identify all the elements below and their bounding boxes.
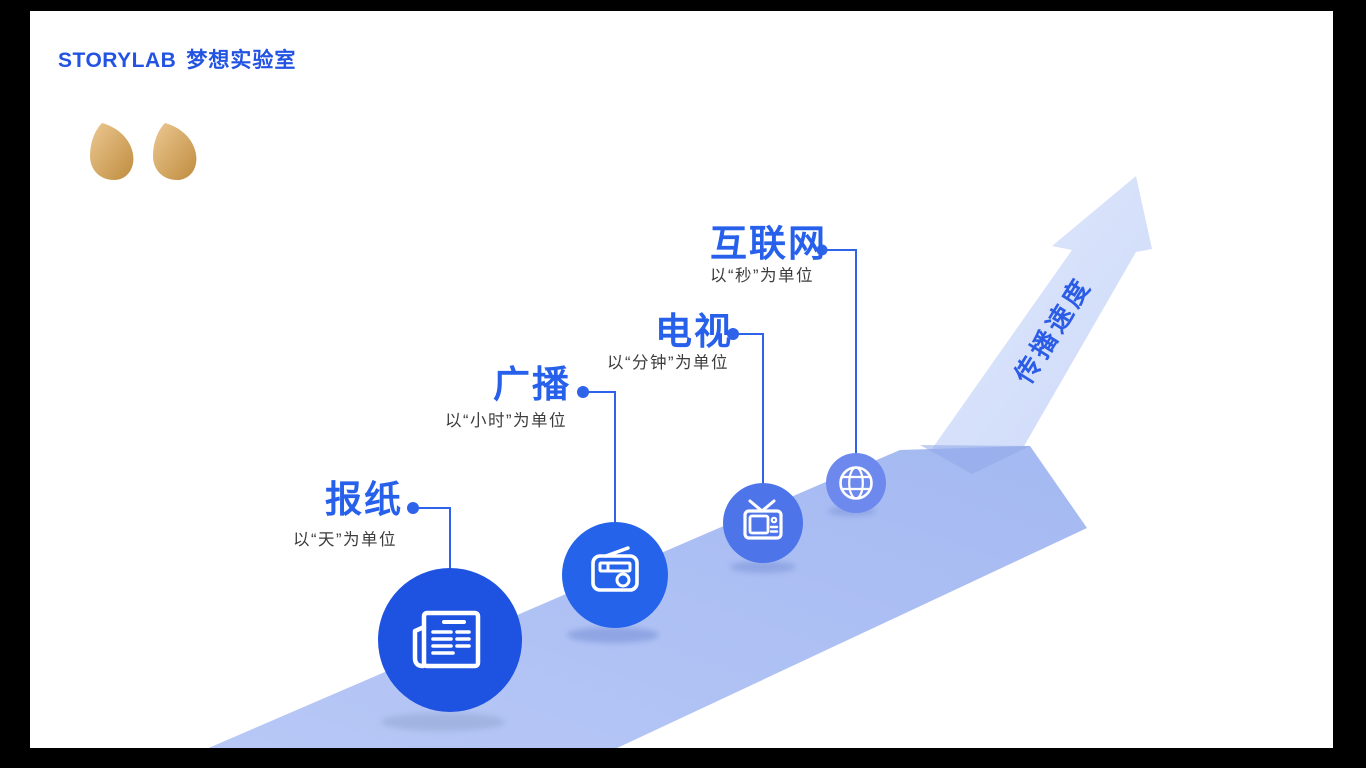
newspaper-circle-shadow (381, 713, 505, 731)
globe-icon (839, 466, 873, 500)
media-growth-diagram (90, 123, 1152, 748)
newspaper-icon (412, 610, 481, 669)
connector-radio (583, 391, 616, 524)
stage-circle-tv (723, 483, 803, 563)
stage-unit-tv: 以“分钟”为单位 (607, 354, 729, 372)
connector-dots (407, 244, 828, 514)
tv-circle-shadow (730, 561, 796, 573)
stage-title-internet: 互联网 (710, 223, 827, 264)
stage-unit-internet: 以“秒”为单位 (710, 267, 814, 285)
stage-title-tv: 电视 (655, 311, 733, 352)
connector-lines (413, 249, 857, 571)
stage-unit-radio: 以“小时”为单位 (445, 412, 567, 430)
connector-internet (822, 249, 857, 455)
double-quote-icon (90, 123, 197, 180)
stage-unit-newspaper: 以“天”为单位 (293, 531, 397, 549)
brand-suffix: 梦想实验室 (186, 49, 297, 72)
stage-title-newspaper: 报纸 (325, 479, 403, 520)
radio-icon (591, 546, 639, 592)
stage-title-radio: 广播 (493, 364, 571, 405)
stage-circle-radio (562, 522, 668, 628)
stage-circle-internet (826, 453, 886, 513)
connector-dot-internet (816, 244, 828, 256)
connector-dot-radio (577, 386, 589, 398)
connector-tv (733, 333, 764, 485)
brand-name: STORYLAB (58, 49, 177, 72)
brand-title: STORYLAB 梦想实验室 (58, 44, 296, 74)
growth-arrow-shape (915, 176, 1152, 479)
arrow-fold-shadow (920, 445, 1030, 474)
tv-icon (743, 499, 783, 540)
connector-dot-tv (727, 328, 739, 340)
connector-newspaper (413, 507, 451, 571)
connector-dot-newspaper (407, 502, 419, 514)
radio-circle-shadow (567, 627, 659, 643)
